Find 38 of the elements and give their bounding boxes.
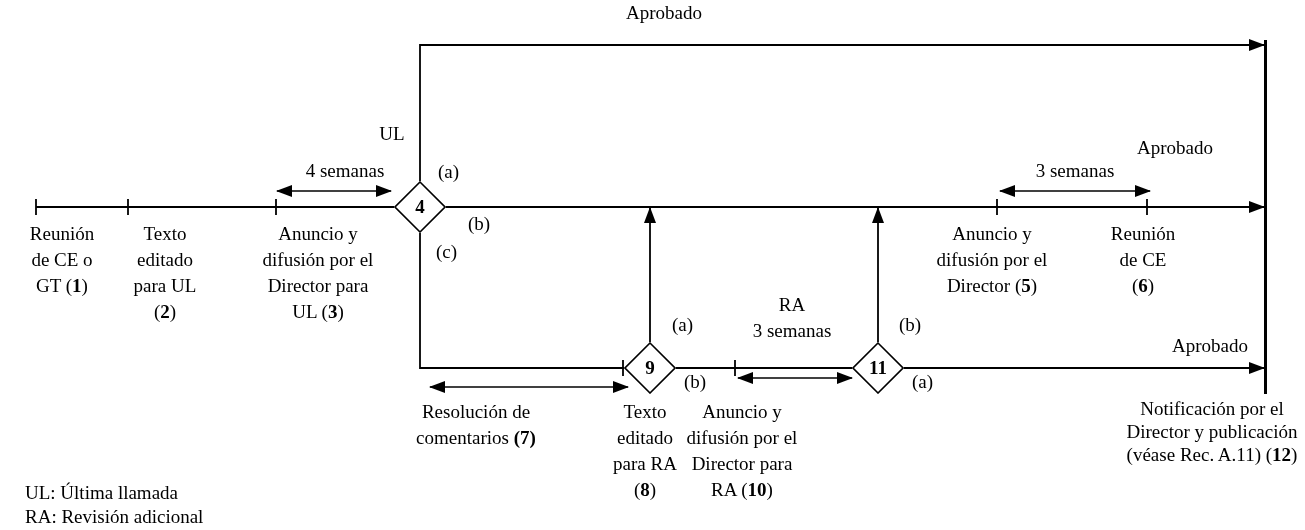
branch-label: (a) [438,160,460,184]
step-label: Texto editado para UL (2) [132,222,198,324]
branch-label: (b) [684,370,707,394]
decision-diamond [394,181,446,233]
connector-line [35,206,395,208]
step-label: Resolución de comentarios (7) [415,400,537,450]
duration-label: 3 semanas [1035,159,1115,183]
branch-label: (a) [912,370,934,394]
step-label: Anuncio y difusión por el Director para RA (10) [685,400,799,502]
duration-label: UL [379,122,405,146]
arrow [903,362,1265,374]
end-bar [1264,40,1267,394]
step-number: 11 [868,358,888,378]
decision-diamond [852,342,904,394]
arrow [419,39,1265,182]
abbreviation-note: UL: Última llamada [25,481,178,505]
branch-label: (b) [899,313,922,337]
branch-label: (b) [468,212,491,236]
step-number: 9 [644,358,656,378]
arrow [445,201,1265,213]
branch-label: (c) [436,240,458,264]
step-label: Notificación por el Director y publicación (véase Rec. A.11) (12) [1126,397,1298,466]
connector-line [675,367,853,369]
duration-label: 3 semanas [752,319,832,343]
duration-label: RA [778,293,806,317]
step-label: Anuncio y difusión por el Director (5) [935,222,1049,298]
decision-diamond [624,342,676,394]
step-label: Reunión de CE (6) [1109,222,1177,298]
abbreviation-note: RA: Revisión adicional [25,505,204,529]
branch-label: (a) [672,313,694,337]
connector-line [419,232,625,369]
step-label: Reunión de CE o GT (1) [28,222,96,298]
step-number: 4 [414,197,426,217]
arrow [872,207,884,343]
step-label: Texto editado para RA (8) [612,400,678,502]
arrow [644,207,656,343]
duration-label: 4 semanas [305,159,385,183]
step-label: Anuncio y difusión por el Director para UL (3) [261,222,375,324]
